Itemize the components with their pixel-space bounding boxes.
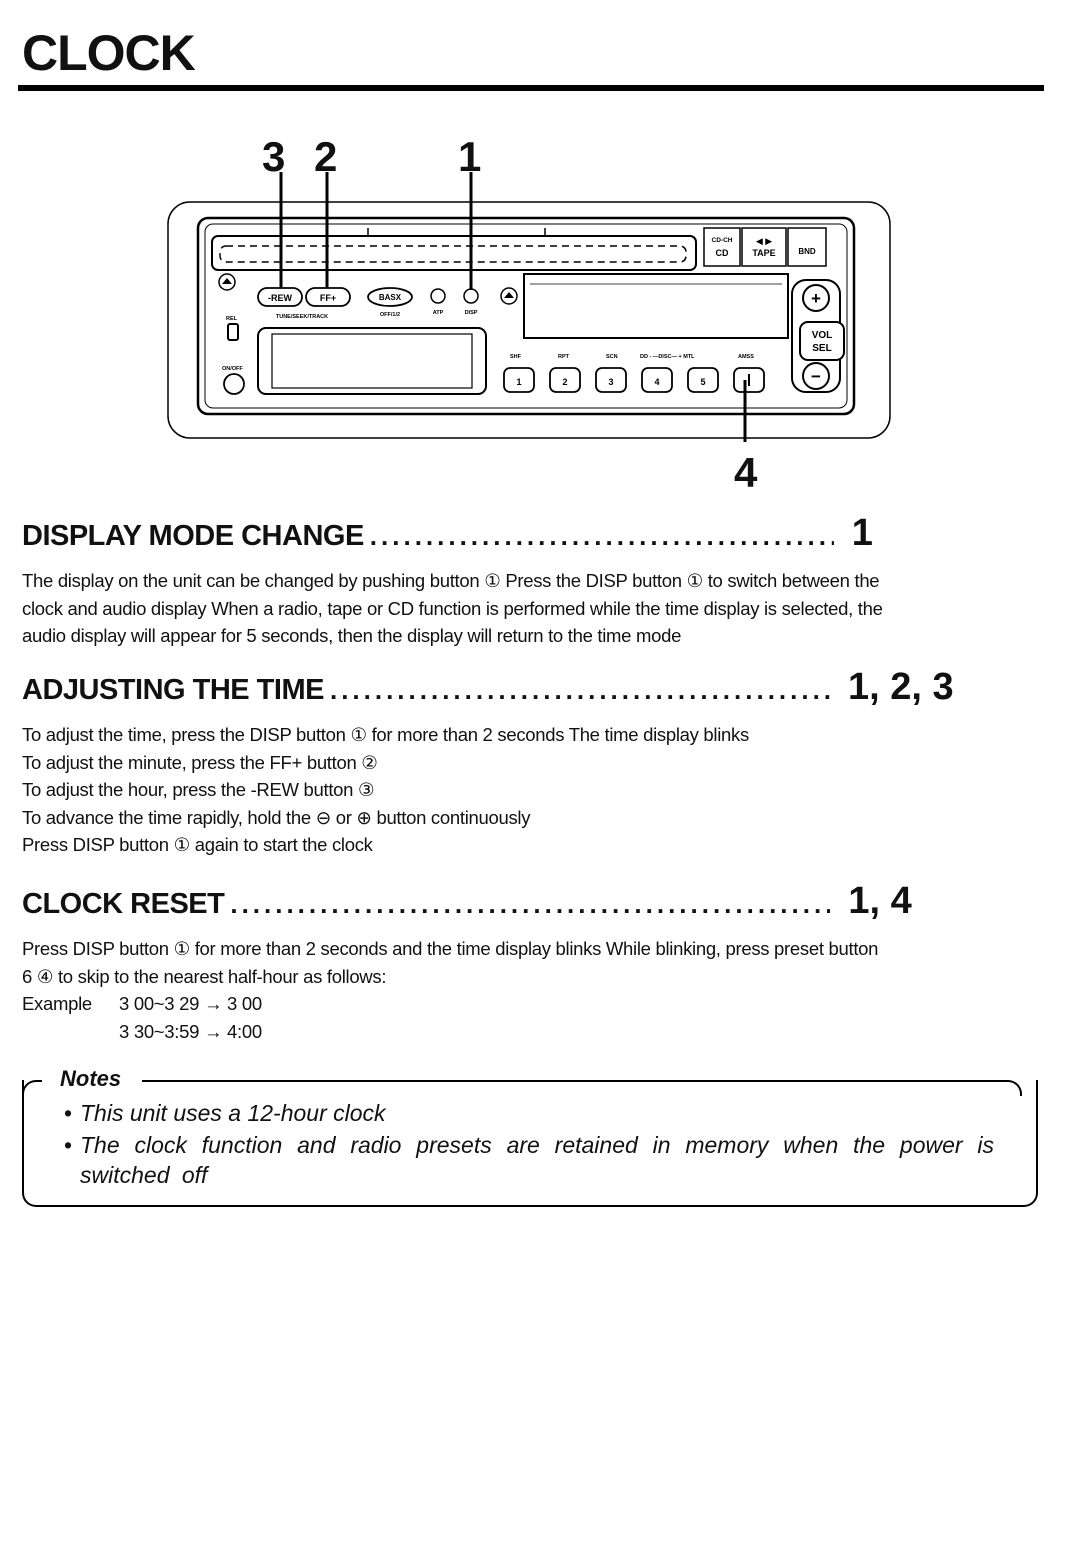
section-heading: CLOCK RESET ............................… <box>22 880 1044 923</box>
eject-right-icon <box>500 287 518 305</box>
tune-label: TUNE/SEEK/TRACK <box>276 314 328 320</box>
eject-left-icon <box>218 273 236 291</box>
preset-6-button <box>733 367 765 393</box>
volume-down-icon <box>802 362 830 390</box>
preset-1-button <box>503 367 535 393</box>
callout-4: 4 <box>734 449 758 496</box>
section-clock-reset: CLOCK RESET ............................… <box>22 880 1044 1045</box>
cassette-slot-inner <box>219 245 687 263</box>
section-body: Press DISP button ① for more than 2 seco… <box>22 938 879 987</box>
example-line: 3 00~3 29 → 3 00 <box>119 993 262 1014</box>
tape-arrows-label: ◀ ▶ <box>756 236 772 246</box>
example-label: Example <box>22 993 92 1014</box>
cdch-label: CD-CH <box>712 237 733 244</box>
rpt-label: RPT <box>558 354 570 360</box>
faceplate-inner <box>204 223 848 409</box>
shf-label: SHF <box>510 354 522 360</box>
off-label: OFF/1/2 <box>380 312 400 318</box>
volume-up-icon <box>802 284 830 312</box>
callout-2: 2 <box>314 133 338 180</box>
note-item: The clock function and radio presets are… <box>64 1130 994 1190</box>
onoff-button <box>223 373 245 395</box>
heading-text: ADJUSTING THE TIME <box>22 674 324 706</box>
scn-label: SCN <box>606 354 618 360</box>
page-title: CLOCK <box>22 25 196 81</box>
faceplate-outline <box>196 216 856 416</box>
vol-label: VOL <box>812 330 833 341</box>
example-row: Example 3 00~3 29 → 3 00 <box>22 990 1044 1018</box>
svg-text:+: + <box>811 289 821 308</box>
sel-label: SEL <box>812 343 831 354</box>
preset-5-button <box>687 367 719 393</box>
atp-label: ATP <box>433 310 444 316</box>
cassette-slot <box>211 235 697 271</box>
svg-text:3: 3 <box>608 377 613 387</box>
heading-ref: 1, 2, 3 <box>847 666 954 708</box>
preset-4-button <box>641 367 673 393</box>
vol-sel-button <box>799 321 845 361</box>
title-rule <box>18 85 1044 91</box>
notes-box <box>22 1080 1038 1207</box>
notes-label: Notes <box>60 1066 122 1091</box>
section-adjusting-time: ADJUSTING THE TIME .....................… <box>22 666 1044 859</box>
note-item: This unit uses a 12-hour clock <box>64 1098 994 1128</box>
disp-button <box>463 288 479 304</box>
section-display-mode: DISPLAY MODE CHANGE ....................… <box>22 512 1044 650</box>
section-body: The display on the unit can be changed b… <box>22 570 883 646</box>
cd-label: CD <box>716 248 729 258</box>
heading-ref: 1 <box>851 512 873 554</box>
housing-outline <box>167 201 891 439</box>
stereo-diagram: 3 2 1 4 CD-CH CD ◀ ▶ TAPE BND -REW FF+ T… <box>0 100 1080 500</box>
example-row: 3 30~3:59 → 4:00 <box>22 1018 1044 1046</box>
atp-button <box>430 288 446 304</box>
cd-button <box>703 227 741 267</box>
section-body: To adjust the time, press the DISP butto… <box>22 724 749 855</box>
notes-list: This unit uses a 12-hour clock The clock… <box>64 1098 994 1192</box>
basx-label: BASX <box>379 293 402 302</box>
basx-button <box>367 287 413 307</box>
disc-label: DD - —DISC— + MTL <box>640 354 695 360</box>
section-heading: ADJUSTING THE TIME .....................… <box>22 666 1044 709</box>
svg-text:2: 2 <box>562 377 567 387</box>
example-line: 3 30~3:59 → 4:00 <box>119 1020 262 1042</box>
heading-text: CLOCK RESET <box>22 888 225 920</box>
leader-dots: ........................................… <box>230 889 830 919</box>
secondary-display <box>257 327 487 395</box>
rel-label: REL <box>226 316 238 322</box>
svg-text:5: 5 <box>700 377 705 387</box>
disp-label: DISP <box>465 310 478 316</box>
rel-button <box>227 323 239 341</box>
rew-label: -REW <box>268 293 292 303</box>
preset-2-button <box>549 367 581 393</box>
callout-1: 1 <box>458 133 482 180</box>
section-heading: DISPLAY MODE CHANGE ....................… <box>22 512 1044 555</box>
bnd-button <box>787 227 827 267</box>
callout-3: 3 <box>262 133 286 180</box>
tape-button <box>741 227 787 267</box>
svg-text:−: − <box>811 367 821 386</box>
tape-label: TAPE <box>752 248 775 258</box>
main-display <box>523 273 789 339</box>
svg-text:4: 4 <box>654 377 659 387</box>
heading-text: DISPLAY MODE CHANGE <box>22 520 364 552</box>
amss-label: AMSS <box>738 354 754 360</box>
leader-dots: ........................................… <box>329 675 830 705</box>
leader-dots: ........................................… <box>369 521 834 551</box>
svg-text:1: 1 <box>516 377 521 387</box>
bnd-label: BND <box>798 247 816 256</box>
ff-label: FF+ <box>320 293 336 303</box>
preset-3-button <box>595 367 627 393</box>
stereo-panel-drawing: CD-CH CD ◀ ▶ TAPE BND -REW FF+ TUNE/SEEK… <box>167 172 891 442</box>
heading-ref: 1, 4 <box>848 880 912 922</box>
onoff-label: ON/OFF <box>222 366 243 372</box>
